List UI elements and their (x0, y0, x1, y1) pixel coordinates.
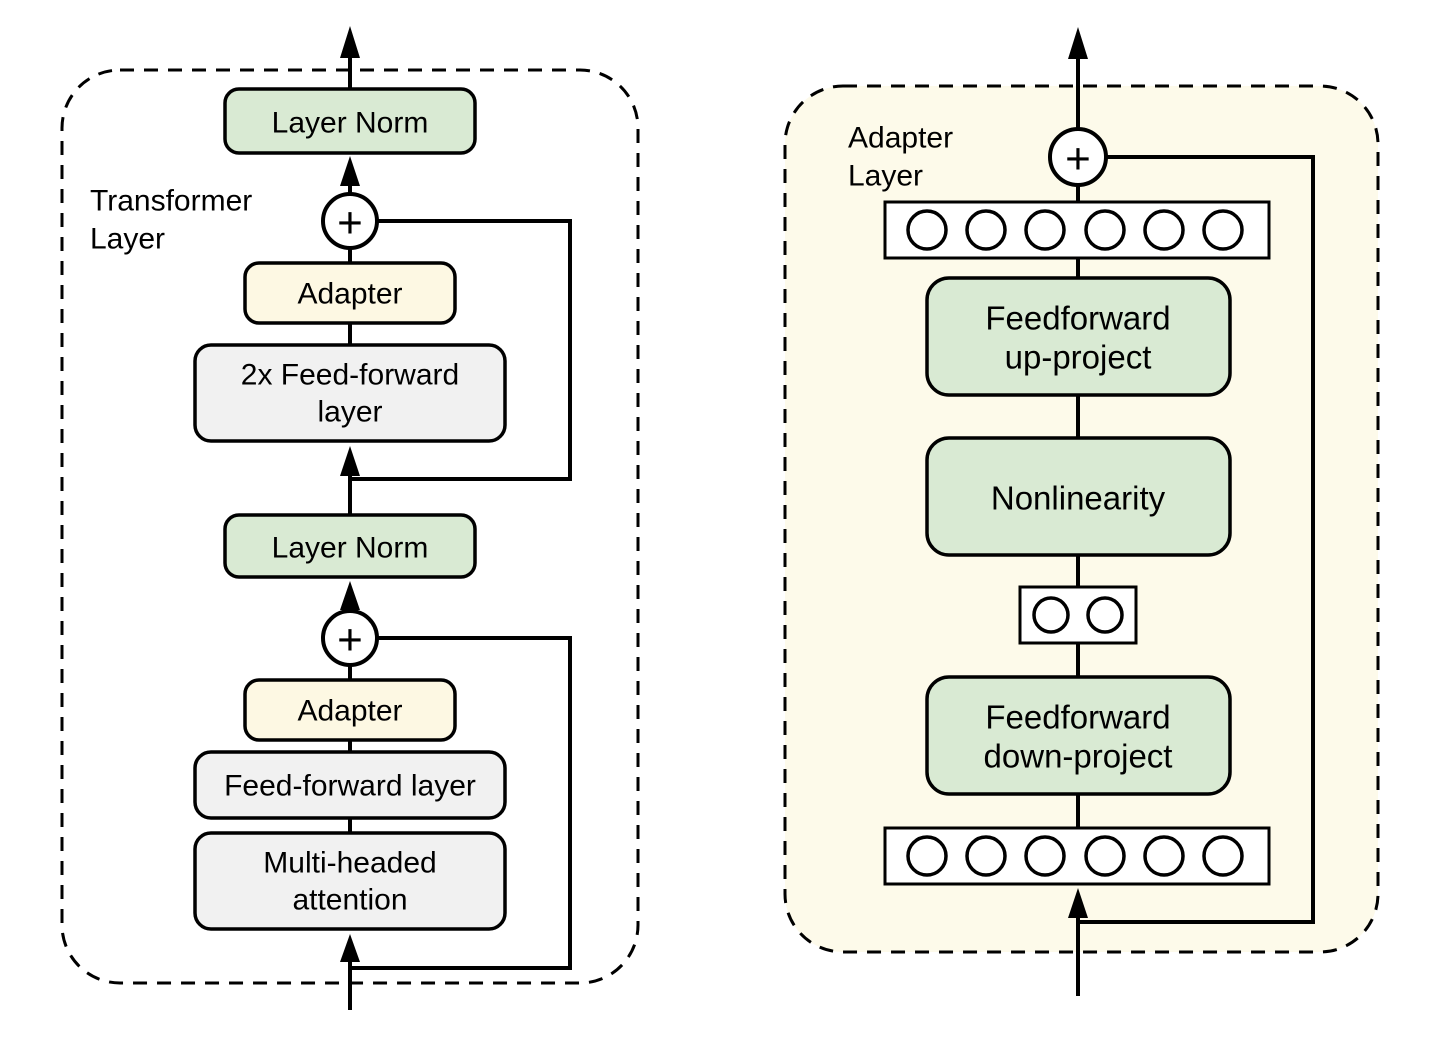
layer-norm-top-box (223, 87, 477, 155)
residual-add-top: + (321, 192, 379, 250)
feedforward-up-project-box (925, 276, 1232, 397)
input-arrow-icon (1068, 888, 1088, 996)
adapter-top-label: Adapter (297, 278, 402, 311)
feature-node-circle (965, 835, 1007, 877)
arrow-into-layer-norm-top-icon (340, 156, 360, 194)
multi-head-attention-label-line1: Multi-headed (263, 847, 436, 880)
adapter-layer-label-line1: Adapter (848, 122, 953, 155)
transformer-layer-label-line1: Transformer (90, 185, 252, 218)
feature-node-circle (1024, 209, 1066, 251)
arrow-into-feedforward-2x-icon (340, 446, 360, 515)
adapter-bottom-label: Adapter (297, 695, 402, 728)
feedforward-layer-label: Feed-forward layer (224, 770, 476, 803)
multi-head-attention-label-line2: attention (292, 884, 407, 917)
layer-norm-top-label: Layer Norm (272, 107, 429, 140)
adapter-layer-label-line2: Layer (848, 160, 923, 193)
input-arrow-head (1068, 888, 1088, 918)
layer-norm-mid-label: Layer Norm (272, 532, 429, 565)
feedforward-up-project-label-line2: up-project (1005, 339, 1152, 376)
residual-skip-top (350, 219, 572, 481)
plus-sign: + (337, 199, 363, 248)
feature-node-circle (1202, 835, 1244, 877)
feedforward-down-project-box (925, 675, 1232, 796)
feedforward-2x-box (193, 343, 507, 443)
nonlinearity-label: Nonlinearity (991, 480, 1166, 517)
transformer-layer-label-line2: Layer (90, 223, 165, 256)
bottleneck-row (1018, 585, 1138, 645)
feedforward-up-project-label-line1: Feedforward (985, 300, 1170, 337)
feedforward-2x-label-line1: 2x Feed-forward (241, 359, 459, 392)
feedforward-down-project-label-line2: down-project (984, 738, 1173, 775)
input-arrow-icon (340, 934, 360, 1010)
adapter-layer-diagram: + Feedforward up-project Nonlinearity (783, 27, 1380, 996)
adapter-residual-add: + (1048, 127, 1108, 187)
output-arrow-icon (340, 26, 360, 89)
arrow-head (340, 156, 360, 186)
feature-node-circle (1084, 209, 1126, 251)
feature-node-circle (1086, 596, 1124, 634)
arrow-into-layer-norm-mid-icon (340, 581, 360, 612)
residual-add-mid: + (321, 609, 379, 667)
adapter-skip-connection (1078, 155, 1315, 924)
arrow-head (340, 446, 360, 476)
feature-row-top (883, 200, 1271, 260)
layer-norm-mid-box (223, 513, 477, 579)
feature-node-circle (1084, 835, 1126, 877)
residual-skip-bottom (350, 636, 572, 970)
feature-node-circle (1202, 209, 1244, 251)
output-arrow-icon (1068, 27, 1088, 129)
feature-node-circle (1024, 835, 1066, 877)
plus-sign: + (1065, 135, 1091, 184)
feature-node-circle (1032, 596, 1070, 634)
feature-node-circle (1143, 835, 1185, 877)
feature-node-circle (906, 835, 948, 877)
output-arrow-head (340, 26, 360, 58)
feedforward-down-project-label-line1: Feedforward (985, 699, 1170, 736)
input-arrow-head (340, 934, 360, 962)
feature-node-circle (906, 209, 948, 251)
multi-head-attention-box (193, 831, 507, 931)
feedforward-2x-label-line2: layer (317, 396, 382, 429)
feature-node-circle (1143, 209, 1185, 251)
feature-row-bottom (883, 826, 1271, 886)
output-arrow-head (1068, 27, 1088, 59)
plus-sign: + (337, 616, 363, 665)
feature-node-circle (965, 209, 1007, 251)
transformer-layer-diagram: Layer Norm + Adapter 2x Feed-forward lay… (60, 26, 640, 1010)
arrow-head (340, 581, 360, 610)
